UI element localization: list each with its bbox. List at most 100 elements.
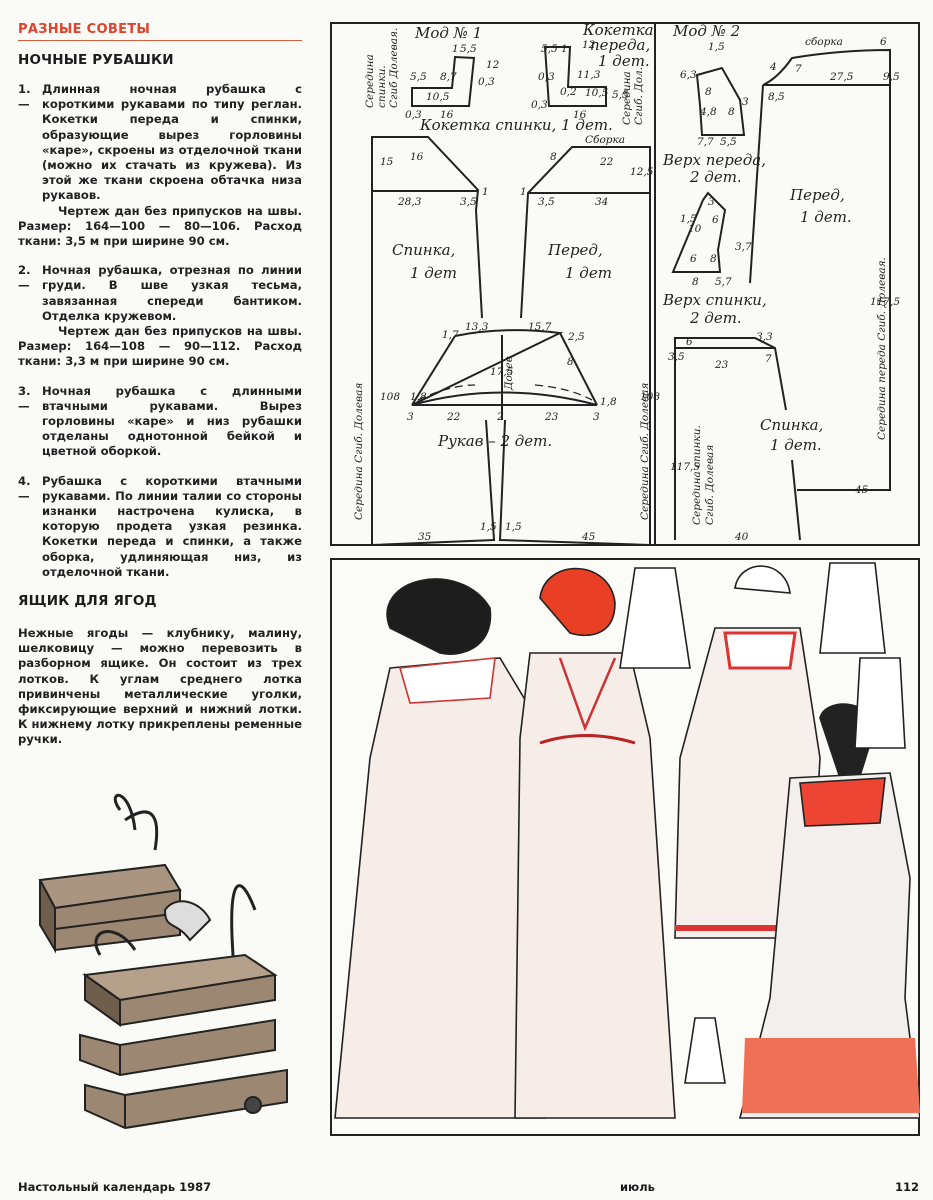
- pattern-label: 10,5: [585, 87, 609, 99]
- pattern-label: 6: [712, 214, 719, 226]
- closed-box-drawing: [38, 793, 182, 954]
- article-nightgowns-body: 1. — Длинная ночная рубашка с короткими …: [18, 82, 302, 594]
- mod1-back-piece: [371, 136, 496, 546]
- mod1-front-piece: [498, 146, 651, 546]
- pattern-label: 8,5: [768, 91, 785, 103]
- pattern-label: 17,5: [490, 366, 514, 378]
- article-berry-box-text: Нежные ягоды — клубнику, малину, шелкови…: [18, 626, 302, 747]
- pattern-label: 1,5: [680, 213, 697, 225]
- mod2-back-piece: [674, 337, 801, 541]
- pattern-label: 117,5: [870, 296, 900, 308]
- footer-month: июль: [620, 1180, 655, 1194]
- pattern-label: 3,5: [538, 196, 555, 208]
- pattern-label: 1 дет.: [770, 436, 822, 454]
- pattern-label: 13,3: [465, 321, 489, 333]
- pattern-label: спинки.: [376, 65, 388, 108]
- page-number: 112: [895, 1180, 920, 1194]
- pattern-label: Рукав – 2 дет.: [437, 432, 552, 450]
- pattern-label: 3: [407, 411, 414, 423]
- pattern-label: сборка: [805, 36, 843, 48]
- pattern-label: 6: [880, 36, 887, 48]
- pattern-label: 1,8: [410, 391, 427, 403]
- pattern-label: 0,2: [560, 86, 577, 98]
- pattern-label: Середина Сгиб. Долевая: [639, 383, 651, 520]
- pattern-label: Верх спинки,: [662, 291, 767, 309]
- pattern-label: Кокетка спинки, 1 дет.: [419, 116, 613, 134]
- pattern-label: 1: [482, 186, 489, 198]
- pattern-label: 1,5: [480, 521, 497, 533]
- list-item: 4. — Рубашка с короткими втачными рукава…: [18, 474, 302, 580]
- pattern-label: 12,5: [630, 166, 654, 178]
- pattern-label: 16: [573, 109, 587, 121]
- pattern-label: 4: [769, 61, 777, 73]
- pattern-label: 3,7: [735, 241, 752, 253]
- pattern-label: Середина: [621, 71, 633, 125]
- pattern-label: 3: [742, 96, 749, 108]
- item-text: Рубашка с короткими втачными рукавами. П…: [42, 473, 302, 579]
- pattern-label: 34: [595, 196, 608, 208]
- list-item: 2. — Ночная рубашка, отрезная по линии г…: [18, 263, 302, 369]
- pattern-label: переда,: [590, 36, 650, 54]
- pattern-label: 1,8: [600, 396, 617, 408]
- pattern-label: Мод № 2: [672, 22, 740, 40]
- pattern-label: 2: [496, 411, 504, 423]
- pattern-label: 5,5: [541, 43, 558, 55]
- pattern-label: 10: [688, 223, 702, 235]
- pattern-label: 22: [446, 411, 461, 423]
- pattern-label: 12: [582, 39, 596, 51]
- pattern-label: 8: [705, 86, 712, 98]
- pattern-label: 2 дет.: [689, 168, 742, 186]
- pattern-label: 7,7: [697, 136, 714, 148]
- pattern-label: 3,5: [460, 196, 477, 208]
- pattern-label: 0,3: [538, 71, 555, 83]
- pattern-label: 8: [550, 151, 557, 163]
- pattern-label: Перед,: [789, 186, 845, 204]
- pattern-label: 23: [544, 411, 559, 423]
- pattern-label: Перед,: [547, 241, 603, 259]
- mod1-back-yoke-piece: [411, 55, 476, 107]
- pattern-label: 1 дет.: [598, 52, 650, 70]
- rubric-divider: [18, 40, 302, 41]
- pattern-label: Середина: [364, 54, 376, 108]
- pattern-label: 3: [708, 196, 715, 208]
- mod1-sleeve-piece: [411, 329, 598, 420]
- model-4-figure: [738, 703, 920, 1119]
- pattern-label: Сгиб. Дол.: [633, 67, 645, 125]
- pattern-label: 1: [452, 43, 459, 55]
- article-title-nightgowns: НОЧНЫЕ РУБАШКИ: [18, 52, 174, 68]
- pattern-label: 16: [410, 151, 424, 163]
- pattern-label: Сгиб. Долевая: [704, 445, 716, 525]
- footer-publication: Настольный календарь 1987: [18, 1180, 212, 1194]
- pattern-label: 1 дет: [410, 264, 457, 282]
- pattern-label: 40: [734, 531, 749, 543]
- item-text: Длинная ночная рубашка с короткими рукав…: [42, 82, 302, 203]
- item-number: 3. —: [18, 383, 31, 413]
- pattern-label: 6,3: [680, 69, 697, 81]
- mod2-front-piece: [749, 48, 891, 491]
- pattern-label: 8: [567, 356, 574, 368]
- pattern-label: Кокетка: [582, 21, 654, 39]
- pattern-label: Середина Сгиб. Долевая: [353, 383, 365, 520]
- mod2-front-top-piece: [695, 66, 746, 136]
- model-1-figure: [334, 578, 546, 1119]
- pattern-label: 12: [486, 59, 500, 71]
- pattern-label: 35: [418, 531, 432, 543]
- pattern-label: Долев: [503, 356, 515, 391]
- pattern-label: Спинка,: [392, 241, 455, 259]
- item-note: Чертеж дан без припусков на швы. Размер:…: [18, 203, 302, 249]
- pattern-label: 5,5: [612, 89, 629, 101]
- pattern-label: 23: [714, 359, 729, 371]
- pattern-label: 22: [599, 156, 614, 168]
- pattern-label: 7: [795, 63, 802, 75]
- pattern-label: 8: [710, 253, 717, 265]
- pattern-label: 1 дет.: [800, 208, 852, 226]
- pattern-label: 4,8: [699, 106, 717, 118]
- pattern-label: 28,3: [397, 196, 422, 208]
- item-text: Ночная рубашка, отрезная по линии груди.…: [42, 263, 302, 323]
- pattern-label: 15: [380, 156, 394, 168]
- pattern-label: 5,5: [410, 71, 427, 83]
- pattern-label: Мод № 1: [414, 24, 482, 42]
- item-text: Ночная рубашка с длинными втачными рукав…: [42, 383, 302, 459]
- open-trays-drawing: [79, 884, 288, 1130]
